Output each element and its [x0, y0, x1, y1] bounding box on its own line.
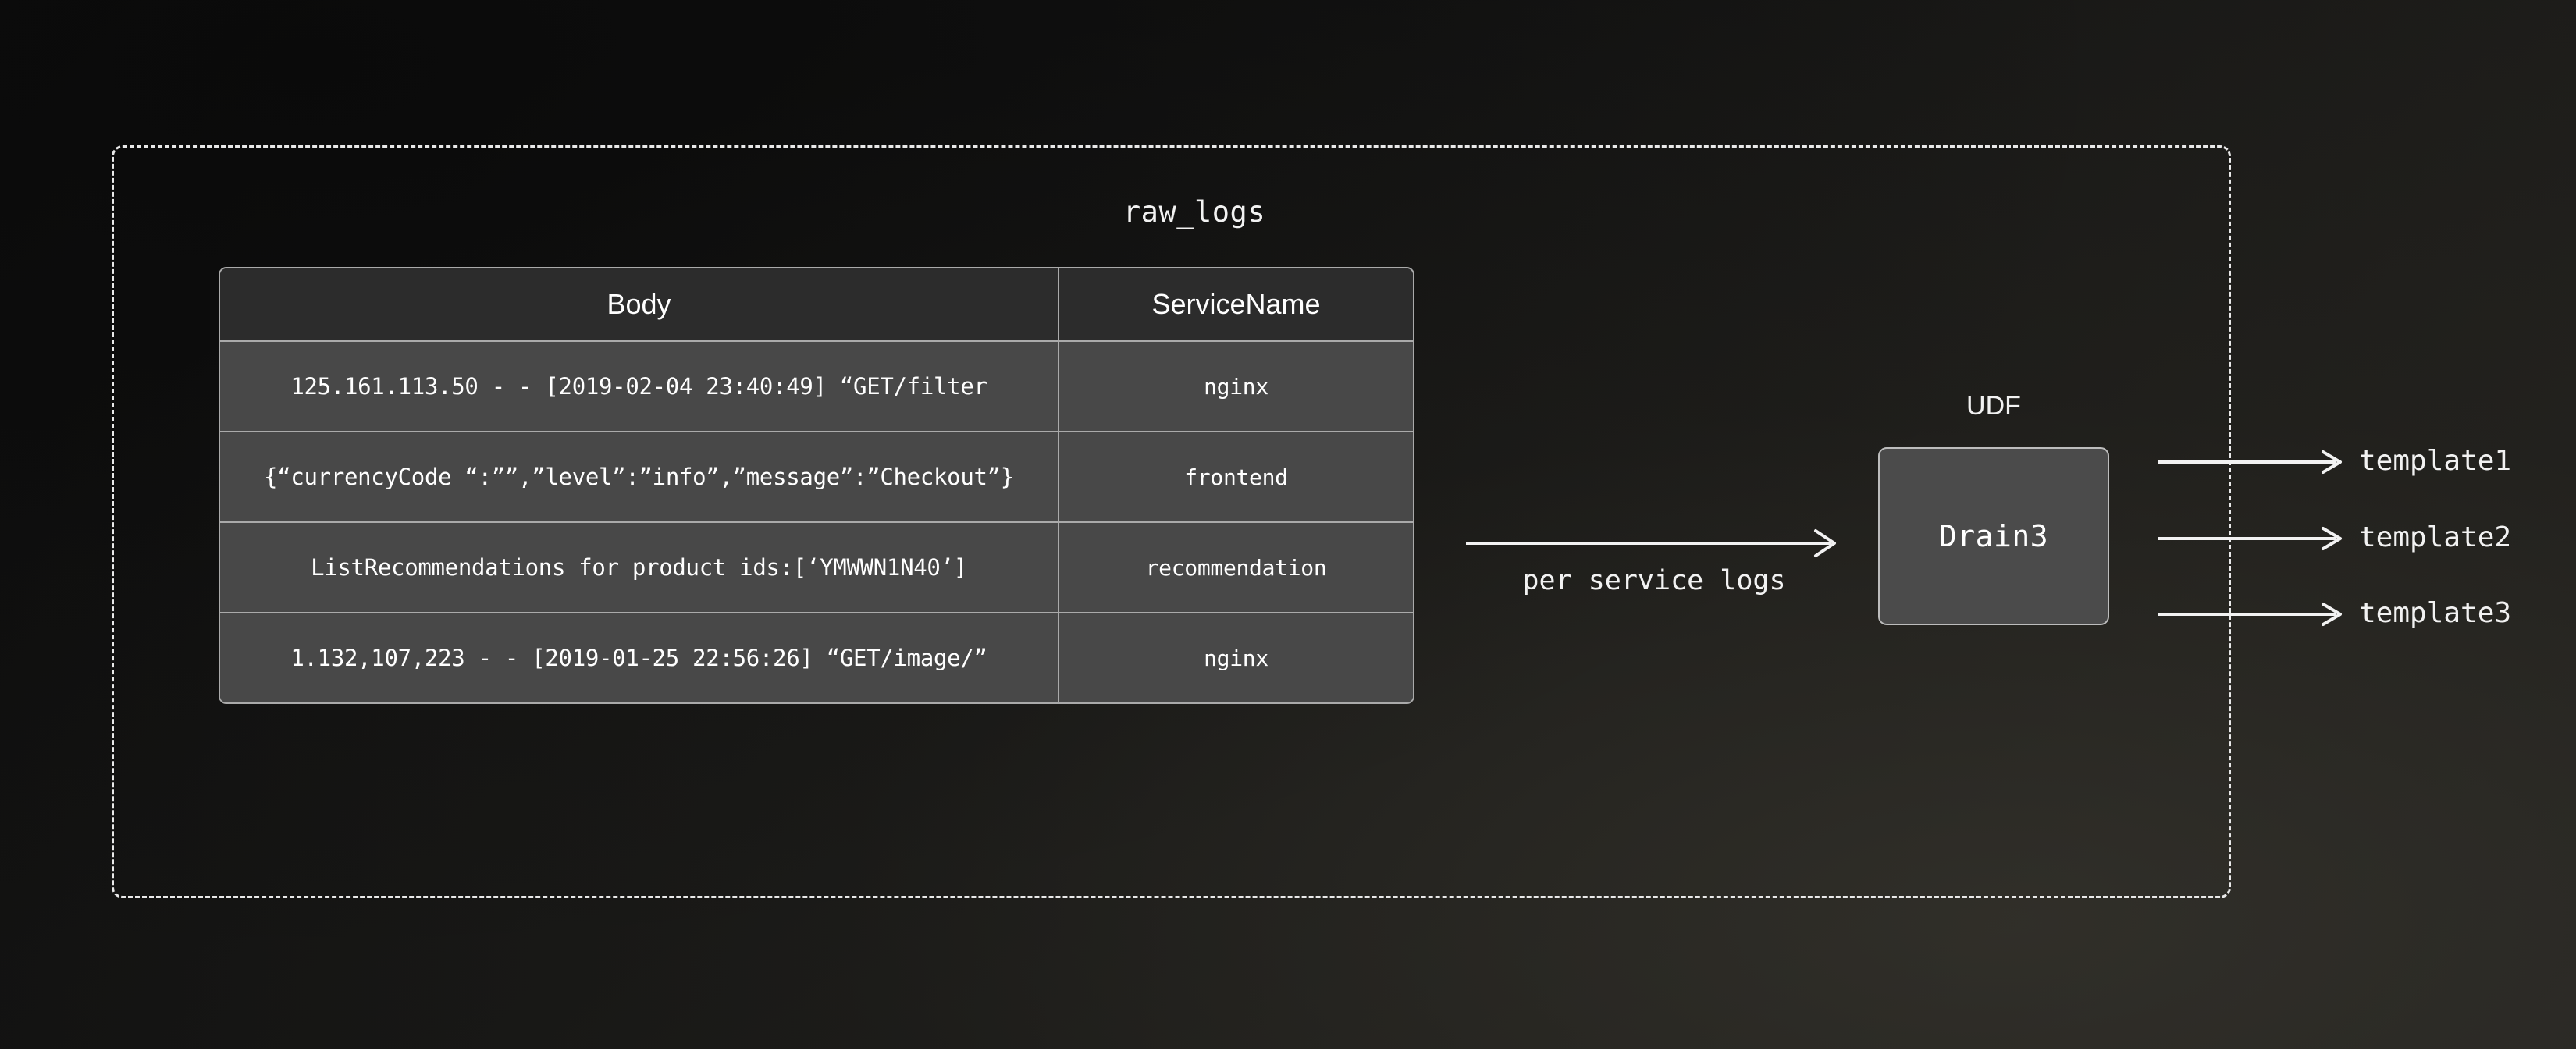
cell-servicename: nginx	[1059, 342, 1413, 432]
output-arrow-3-icon	[2158, 603, 2342, 626]
drain3-label: Drain3	[1938, 519, 2049, 553]
udf-label: UDF	[1966, 391, 2021, 421]
table-row: 1.132,107,223 - - [2019-01-25 22:56:26] …	[220, 613, 1413, 702]
cell-body: ListRecommendations for product ids:[‘YM…	[220, 523, 1059, 613]
output-label-template3: template3	[2359, 597, 2512, 629]
cell-servicename: frontend	[1059, 432, 1413, 523]
output-label-template1: template1	[2359, 445, 2512, 477]
output-label-template2: template2	[2359, 521, 2512, 553]
cell-body: {“currencyCode “:””,”level”:”info”,”mess…	[220, 432, 1059, 523]
cell-body: 125.161.113.50 - - [2019-02-04 23:40:49]…	[220, 342, 1059, 432]
drain3-node: Drain3	[1878, 447, 2109, 625]
cell-servicename: recommendation	[1059, 523, 1413, 613]
raw-logs-container	[112, 145, 2231, 898]
cell-servicename: nginx	[1059, 613, 1413, 702]
column-header-servicename: ServiceName	[1059, 268, 1413, 342]
column-header-body: Body	[220, 268, 1059, 342]
table-header-row: Body ServiceName	[220, 268, 1413, 342]
flow-arrow-label: per service logs	[1522, 565, 1786, 596]
table-row: 125.161.113.50 - - [2019-02-04 23:40:49]…	[220, 342, 1413, 432]
flow-arrow-icon	[1466, 529, 1836, 557]
output-arrow-2-icon	[2158, 527, 2342, 550]
raw-logs-label: raw_logs	[1123, 195, 1266, 229]
raw-logs-table: Body ServiceName 125.161.113.50 - - [201…	[219, 267, 1414, 704]
output-arrow-1-icon	[2158, 450, 2342, 474]
table-row: {“currencyCode “:””,”level”:”info”,”mess…	[220, 432, 1413, 523]
table-row: ListRecommendations for product ids:[‘YM…	[220, 523, 1413, 613]
cell-body: 1.132,107,223 - - [2019-01-25 22:56:26] …	[220, 613, 1059, 702]
